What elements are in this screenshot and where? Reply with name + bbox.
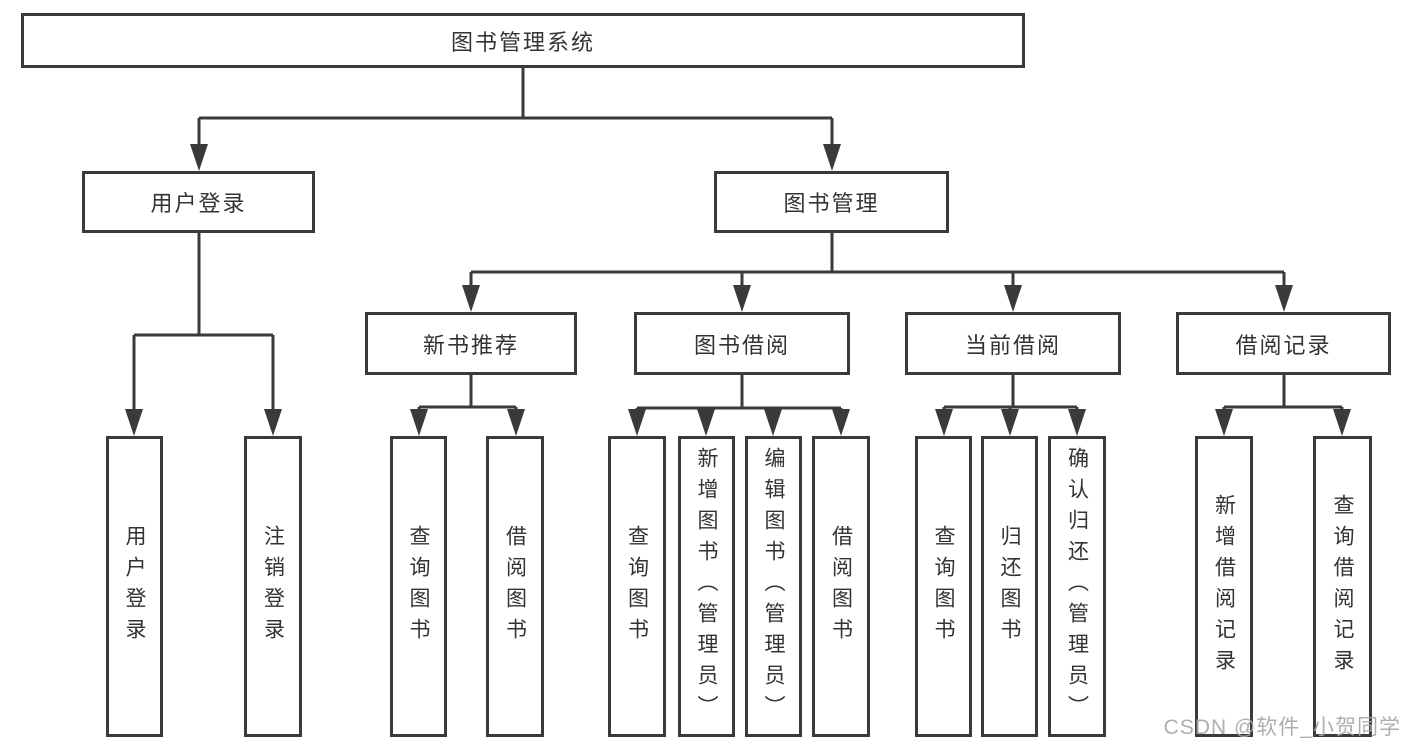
node-borrow-records: 借阅记录 <box>1176 312 1391 375</box>
leaf-add-borrow-record-label: 新增借阅记录 <box>1212 493 1236 680</box>
connector-book-borrow-branch <box>635 375 843 414</box>
connector-user-login-branch <box>132 233 275 415</box>
leaf-edit-book-admin-label: 编辑图书（管理员） <box>762 447 785 726</box>
connector-borrow-records-branch <box>1222 375 1344 414</box>
node-user-login: 用户登录 <box>82 171 315 233</box>
leaf-query-books-recommend: 查询图书 <box>390 436 447 737</box>
leaf-query-books-recommend-label: 查询图书 <box>407 524 430 649</box>
leaf-query-books-current-label: 查询图书 <box>932 524 955 649</box>
leaf-query-books-borrow: 查询图书 <box>608 436 666 737</box>
leaf-logout-label: 注销登录 <box>261 524 285 649</box>
leaf-logout: 注销登录 <box>244 436 302 737</box>
leaf-borrow-books: 借阅图书 <box>812 436 870 737</box>
leaf-add-book-admin: 新增图书（管理员） <box>678 436 735 737</box>
connector-current-borrow-branch <box>942 375 1079 414</box>
leaf-borrow-books-recommend: 借阅图书 <box>486 436 544 737</box>
leaf-query-books-borrow-label: 查询图书 <box>625 524 649 649</box>
leaf-query-books-current: 查询图书 <box>915 436 972 737</box>
leaf-edit-book-admin: 编辑图书（管理员） <box>745 436 802 737</box>
csdn-watermark: CSDN @软件_小贺同学 <box>1163 716 1401 739</box>
node-book-borrow: 图书借阅 <box>634 312 850 375</box>
leaf-user-login: 用户登录 <box>106 436 163 737</box>
node-root-system: 图书管理系统 <box>21 13 1025 68</box>
leaf-user-login-label: 用户登录 <box>123 524 146 649</box>
node-current-borrow: 当前借阅 <box>905 312 1121 375</box>
connector-new-book-branch <box>417 375 518 414</box>
leaf-confirm-return-admin-label: 确认归还（管理员） <box>1065 447 1089 726</box>
node-book-management: 图书管理 <box>714 171 949 233</box>
leaf-borrow-books-recommend-label: 借阅图书 <box>503 524 527 649</box>
connector-root-branch <box>197 68 834 150</box>
leaf-confirm-return-admin: 确认归还（管理员） <box>1048 436 1106 737</box>
connector-book-mgmt-branch <box>469 233 1286 290</box>
leaf-borrow-books-label: 借阅图书 <box>829 524 853 649</box>
leaf-add-borrow-record: 新增借阅记录 <box>1195 436 1253 737</box>
leaf-query-borrow-record-label: 查询借阅记录 <box>1331 493 1354 680</box>
leaf-add-book-admin-label: 新增图书（管理员） <box>695 447 718 726</box>
leaf-query-borrow-record: 查询借阅记录 <box>1313 436 1372 737</box>
node-new-book-recommend: 新书推荐 <box>365 312 577 375</box>
leaf-return-book: 归还图书 <box>981 436 1038 737</box>
leaf-return-book-label: 归还图书 <box>998 524 1021 649</box>
